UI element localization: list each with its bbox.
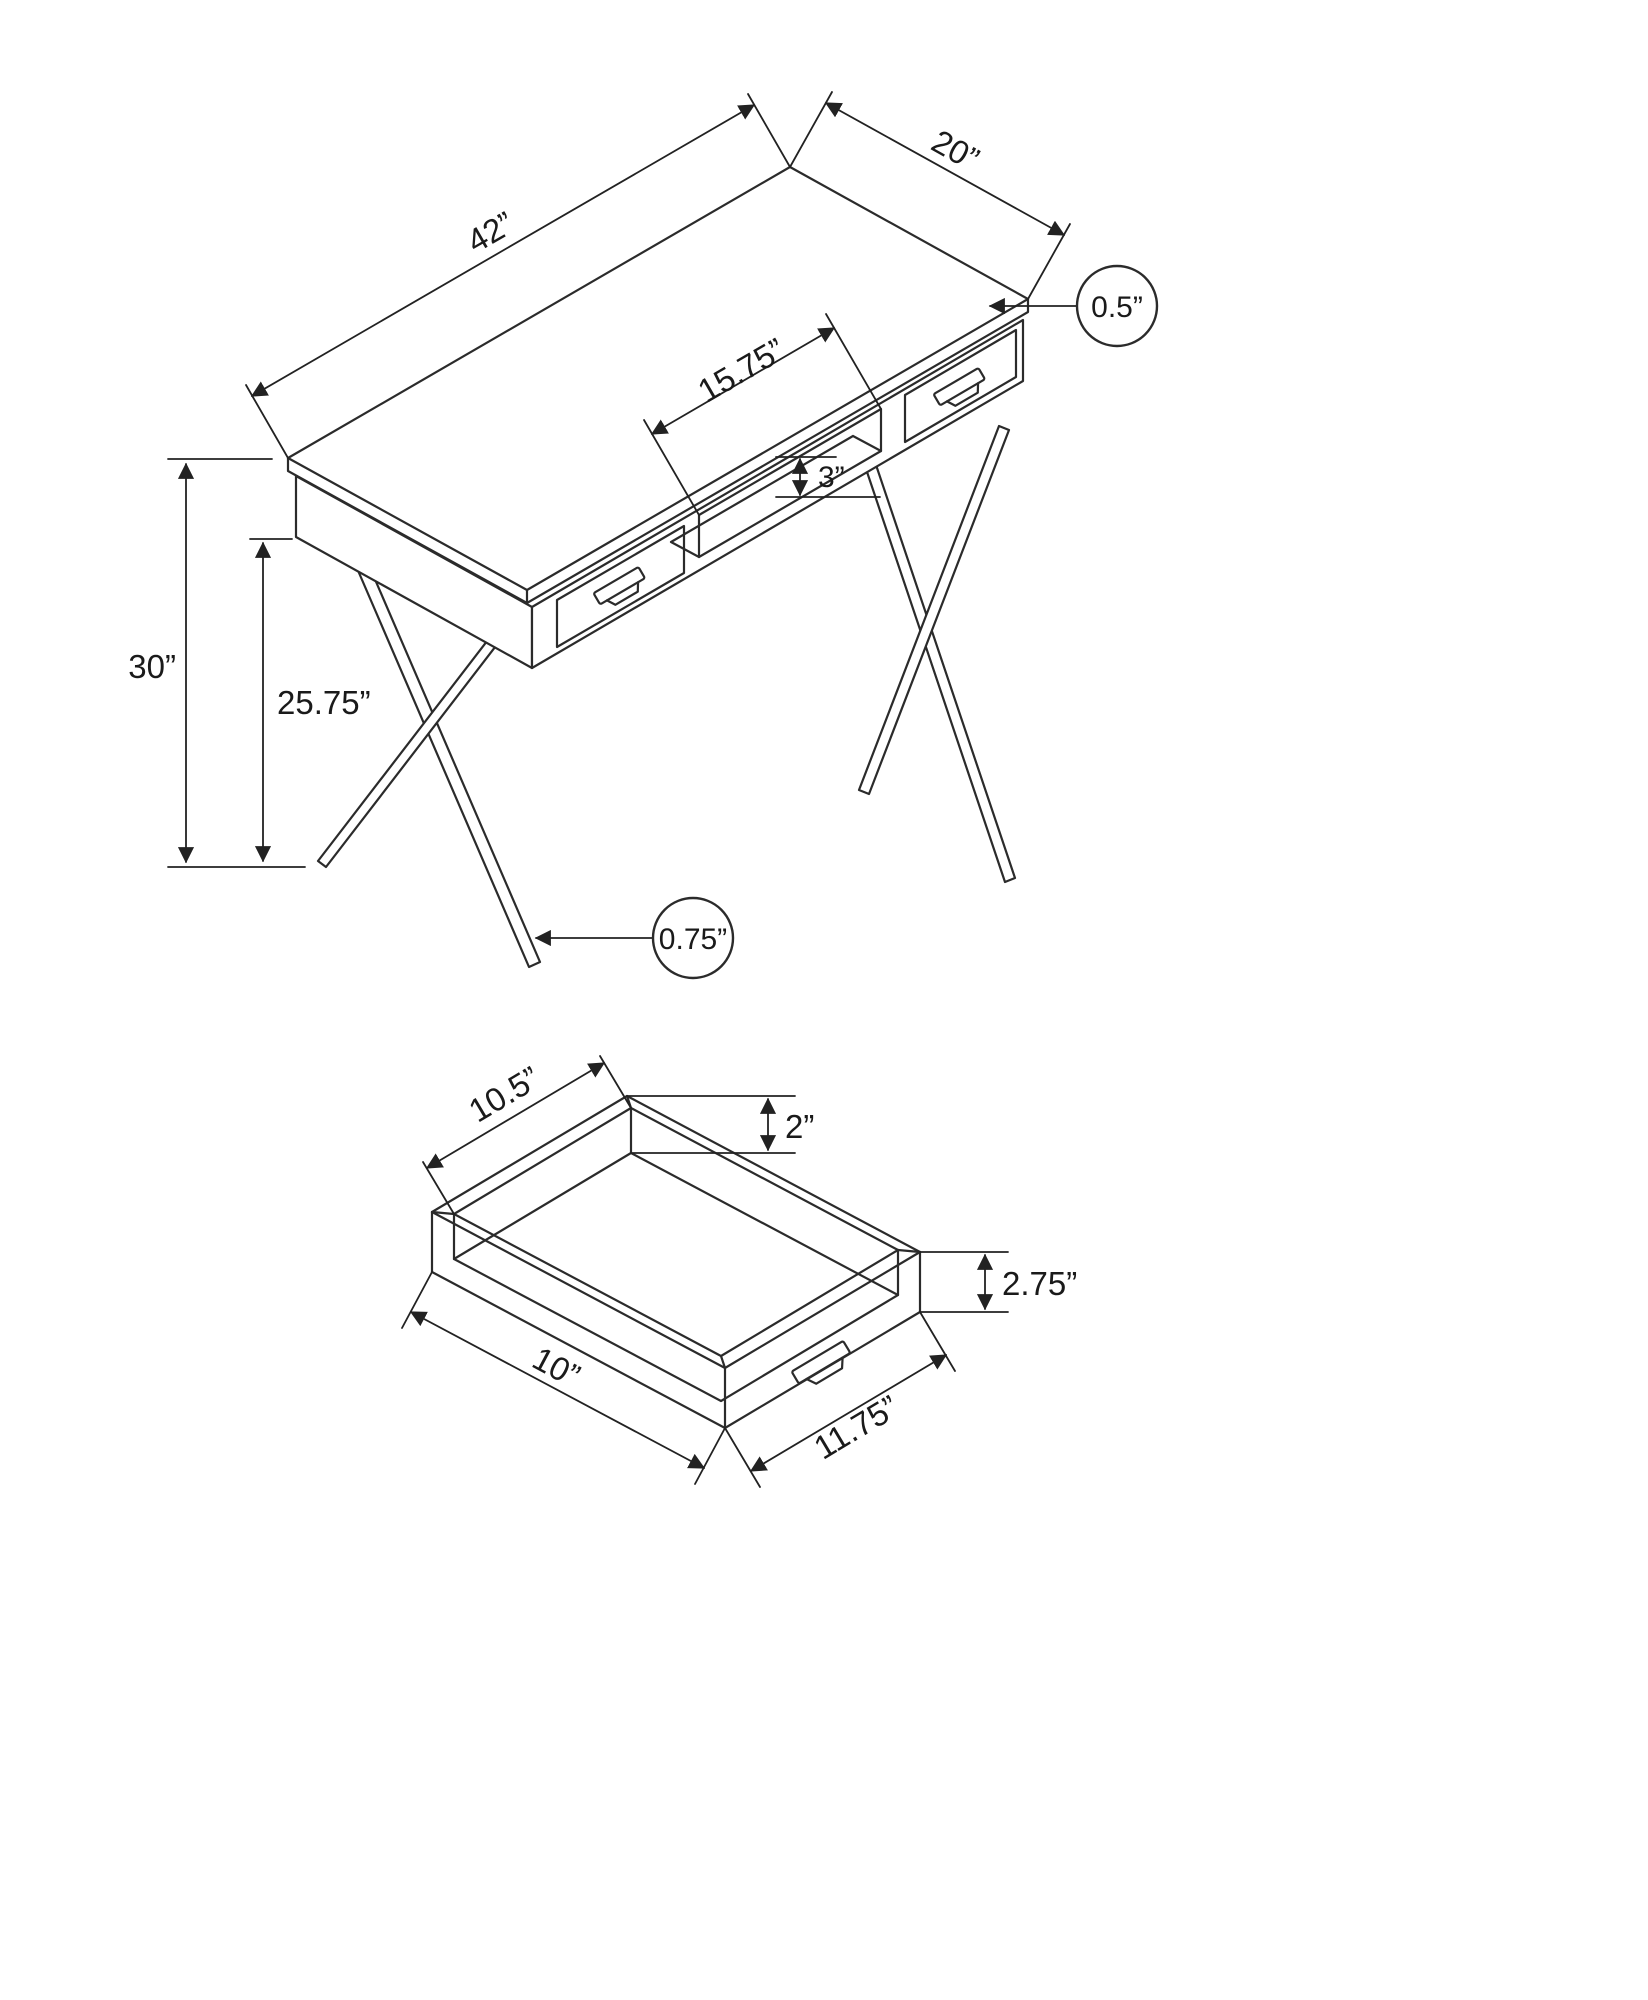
drawer-rim-corner-joins: [430, 1094, 922, 1370]
dim-0-5-label: 0.5”: [1091, 291, 1143, 324]
dim-10-label: 10”: [527, 1339, 586, 1394]
dim-42-label: 42”: [460, 204, 520, 260]
dim-11-75-label: 11.75”: [808, 1388, 905, 1466]
handle-bar: [933, 367, 986, 406]
dim-20-label: 20”: [926, 122, 986, 177]
dim-2-label: 2”: [785, 1108, 814, 1145]
right-leg-rear-strut: [857, 424, 1011, 796]
drawer-view: [430, 1094, 922, 1430]
dim-30-label: 30”: [128, 648, 176, 685]
desk-view: [286, 165, 1030, 969]
handle-lip: [945, 382, 980, 407]
dim-0-75-label: 0.75”: [659, 923, 727, 956]
drawer-outer-rim: [430, 1094, 922, 1370]
dim-15-75-extension-lines: [643, 313, 882, 516]
dim-42-line: [250, 104, 756, 397]
desk-right-drawer-handle: [933, 367, 986, 407]
dim-11-75-extension-lines: [724, 1311, 956, 1488]
right-leg-front-strut: [861, 454, 1017, 884]
dim-10-5-line: [425, 1062, 606, 1169]
dim-3-label: 3”: [818, 461, 845, 494]
dim-10-extension-lines: [401, 1271, 726, 1485]
drawer-inner-vertical-edges: [452, 1106, 900, 1297]
desk-cubby-interior-lines: [669, 434, 883, 559]
handle-lip: [605, 581, 640, 606]
dim-15-75-line: [650, 327, 836, 435]
dim-2-75-label: 2.75”: [1002, 1265, 1077, 1302]
desk-left-drawer-handle: [593, 566, 646, 606]
dim-30-extension-lines: [167, 458, 306, 868]
dim-2-75-extension-lines: [919, 1251, 1009, 1313]
dim-11-75-line: [749, 1354, 948, 1472]
dim-10-5-label: 10.5”: [462, 1059, 546, 1129]
dim-25-75-label: 25.75”: [277, 684, 371, 721]
dim-3-reference-ticks: [775, 456, 881, 498]
desk-legs: [316, 424, 1017, 969]
handle-bar: [593, 566, 646, 605]
dim-0-75-bubble: [651, 896, 735, 980]
dim-10-line: [409, 1311, 706, 1469]
dim-10-5-extension-lines: [422, 1055, 632, 1215]
dim-0-5-bubble: [1075, 264, 1159, 348]
dim-20-line: [824, 102, 1066, 236]
dim-2-extension-lines: [626, 1095, 796, 1154]
